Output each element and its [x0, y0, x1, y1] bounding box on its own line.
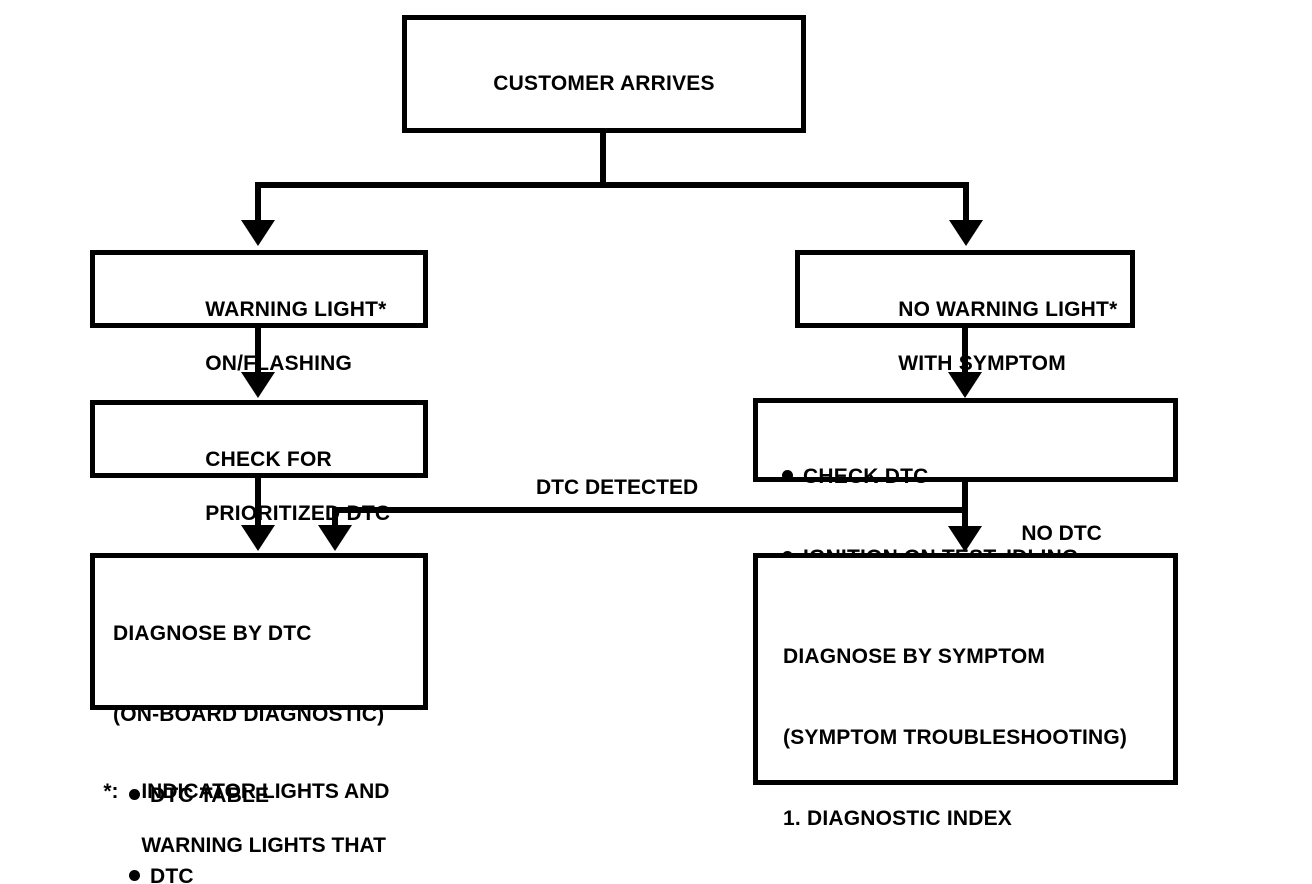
node-check-prioritized-line1: CHECK FOR — [205, 448, 332, 471]
node-no-warning-light-text: NO WARNING LIGHT* WITH SYMPTOM — [862, 269, 1130, 404]
node-diagnose-by-symptom: DIAGNOSE BY SYMPTOM (SYMPTOM TROUBLESHOO… — [753, 553, 1178, 830]
arrowhead-to-check-dtc-tests — [948, 372, 982, 398]
node-warning-light: WARNING LIGHT* ON/FLASHING — [90, 250, 428, 375]
node-diagnose-by-dtc-text: DIAGNOSE BY DTC (ON-BOARD DIAGNOSTIC) DT… — [113, 566, 384, 884]
arrowhead-dtc-detected-to-diagnose-by-dtc — [318, 525, 352, 551]
node-check-prioritized-line2: PRIORITIZED DTC — [205, 502, 391, 525]
edge-label-dtc-detected: DTC DETECTED — [536, 476, 699, 499]
footnote: *: INDICATOR LIGHTS AND WARNING LIGHTS TH… — [80, 751, 413, 884]
arrowhead-to-diagnose-by-dtc — [241, 525, 275, 551]
connector-check-to-diagnose-dtc — [255, 478, 261, 528]
connector-dtc-detected-horizontal — [332, 507, 966, 513]
diagnose-symptom-line1: DIAGNOSE BY SYMPTOM — [783, 645, 1046, 668]
connector-checks-to-diagnose-symptom — [962, 482, 968, 530]
arrowhead-to-diagnose-by-symptom — [948, 526, 982, 552]
footnote-line1: INDICATOR LIGHTS AND — [141, 780, 390, 803]
node-customer-arrives: CUSTOMER ARRIVES — [402, 15, 806, 133]
node-no-warning-light-line2: WITH SYMPTOM — [898, 352, 1066, 375]
connector-top-stem — [600, 133, 606, 188]
arrowhead-to-no-warning-light — [949, 220, 983, 246]
connector-warning-to-check — [255, 328, 261, 375]
diagnose-symptom-item-1: 1. DIAGNOSTIC INDEX — [783, 807, 1012, 830]
edge-label-no-dtc-line1: NO DTC — [1021, 522, 1102, 545]
node-warning-light-line1: WARNING LIGHT* — [205, 298, 387, 321]
connector-no-warning-to-checks — [962, 328, 968, 375]
node-warning-light-text: WARNING LIGHT* ON/FLASHING — [169, 269, 423, 404]
node-diagnose-by-symptom-text: DIAGNOSE BY SYMPTOM (SYMPTOM TROUBLESHOO… — [783, 589, 1127, 884]
node-diagnose-by-dtc: DIAGNOSE BY DTC (ON-BOARD DIAGNOSTIC) DT… — [90, 553, 428, 884]
footnote-line2: WARNING LIGHTS THAT — [141, 834, 386, 857]
node-warning-light-line2: ON/FLASHING — [205, 352, 353, 375]
diagnose-dtc-bullet-1: DTC TABLE — [113, 782, 384, 809]
connector-top-crossbar — [255, 182, 969, 188]
arrowhead-to-check-prioritized — [241, 372, 275, 398]
diagnose-dtc-bullet-2: DTC — [113, 863, 384, 884]
node-no-warning-light: NO WARNING LIGHT* WITH SYMPTOM — [795, 250, 1135, 375]
bullet-icon — [782, 470, 793, 481]
diagnose-symptom-line2: (SYMPTOM TROUBLESHOOTING) — [783, 726, 1128, 749]
bullet-icon — [129, 789, 140, 800]
node-check-dtc-tests: CHECK DTC IGNITION ON TEST, IDLING TEST — [753, 398, 1178, 650]
node-check-prioritized-dtc: CHECK FOR PRIORITIZED DTC — [90, 400, 428, 525]
connector-right-branch-stem — [963, 182, 969, 222]
check-dtc-bullet-1: CHECK DTC — [782, 463, 1078, 490]
arrowhead-to-warning-light — [241, 220, 275, 246]
node-customer-arrives-text: CUSTOMER ARRIVES — [493, 72, 715, 95]
diagnose-dtc-line2: (ON-BOARD DIAGNOSTIC) — [113, 703, 385, 726]
connector-dtc-detected-drop — [332, 507, 338, 528]
node-no-warning-light-line1: NO WARNING LIGHT* — [898, 298, 1118, 321]
node-check-prioritized-dtc-text: CHECK FOR PRIORITIZED DTC — [169, 419, 423, 554]
bullet-icon — [129, 870, 140, 881]
connector-left-branch-stem — [255, 182, 261, 222]
diagnose-dtc-line1: DIAGNOSE BY DTC — [113, 622, 312, 645]
footnote-marker: *: — [103, 780, 119, 803]
